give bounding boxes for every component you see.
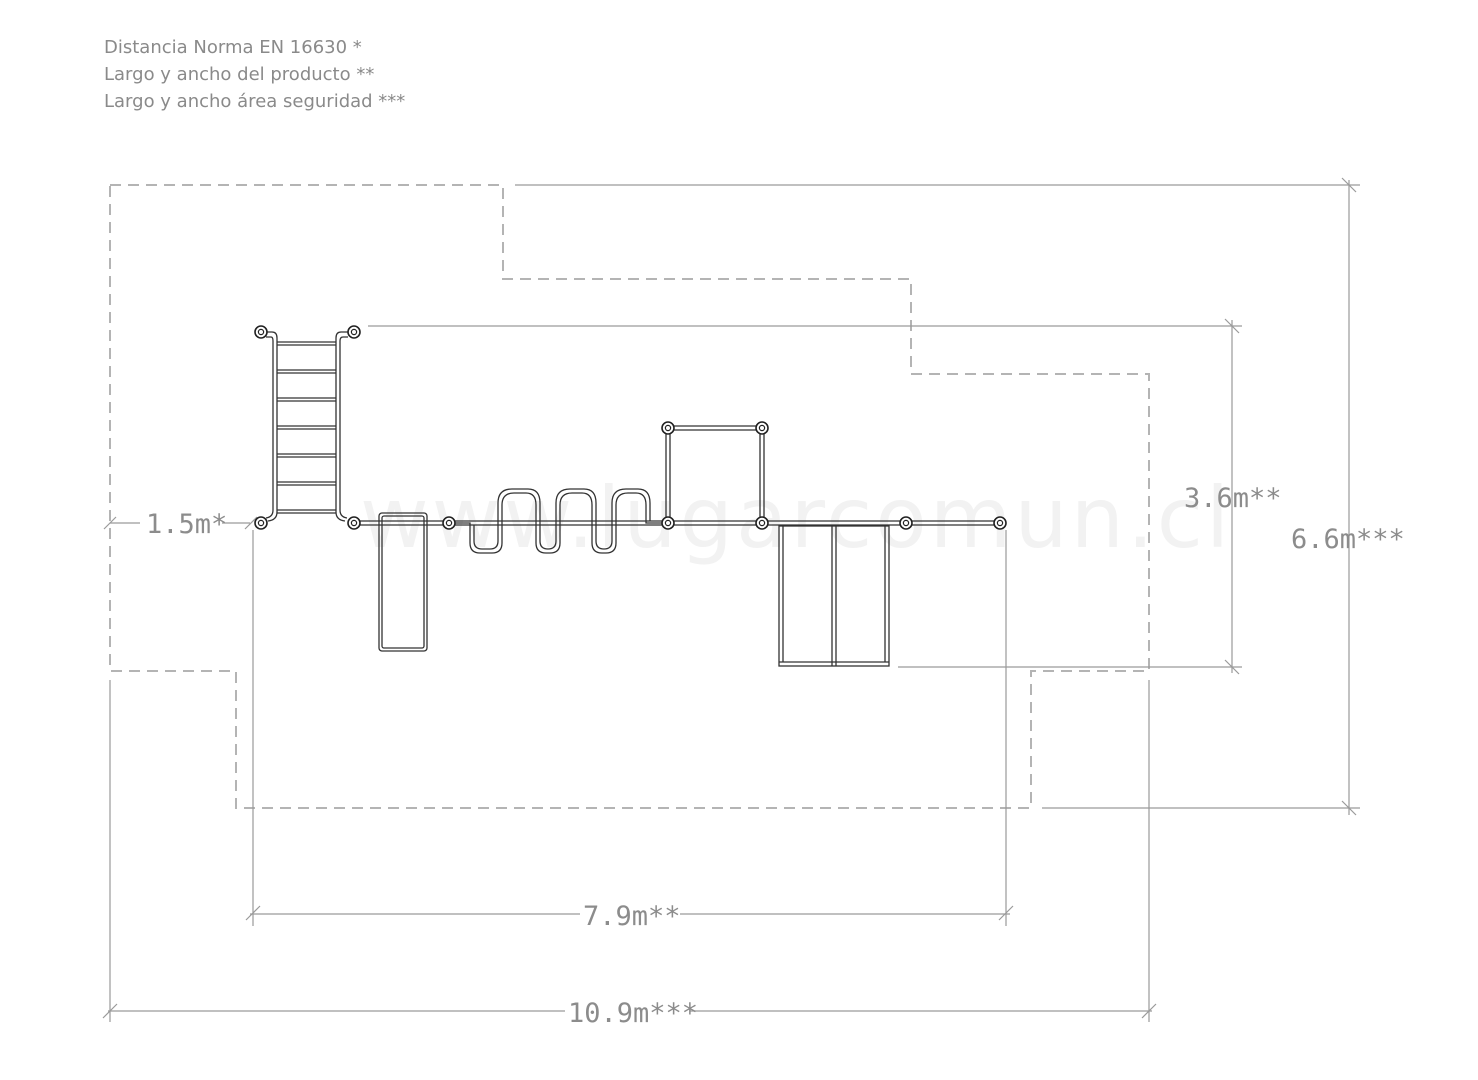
post	[755, 516, 769, 530]
dimension-label-safety-length: 10.9m***	[568, 998, 698, 1029]
climbing-frame	[665, 425, 765, 517]
legend: Distancia Norma EN 16630 * Largo y ancho…	[104, 34, 405, 115]
post	[755, 421, 769, 435]
post	[254, 516, 268, 530]
post	[661, 516, 675, 530]
dimension-label-side-distance: 1.5m*	[146, 509, 227, 540]
post	[993, 516, 1007, 530]
main-beam	[360, 520, 1000, 526]
legend-product-size: Largo y ancho del producto **	[104, 64, 375, 85]
dimension-label-product-width: 3.6m**	[1184, 483, 1282, 514]
legend-safety-area-size: Largo y ancho área seguridad ***	[104, 91, 406, 112]
wavy-bars	[455, 488, 662, 554]
legend-norm-distance: Distancia Norma EN 16630 *	[104, 37, 362, 58]
post	[347, 516, 361, 530]
post	[347, 325, 361, 339]
slide	[378, 512, 428, 652]
post	[442, 516, 456, 530]
safety-area-outline	[109, 184, 1150, 809]
post	[254, 325, 268, 339]
post	[899, 516, 913, 530]
dimension-label-safety-width: 6.6m***	[1291, 524, 1405, 555]
dimension-lines	[102, 177, 1360, 1022]
posts	[254, 325, 1007, 530]
watermark: www.lugarcomun.cl	[360, 469, 1232, 567]
dimension-label-product-length: 7.9m**	[583, 901, 681, 932]
ladder	[265, 331, 348, 522]
post	[661, 421, 675, 435]
swing-frame	[778, 525, 890, 667]
